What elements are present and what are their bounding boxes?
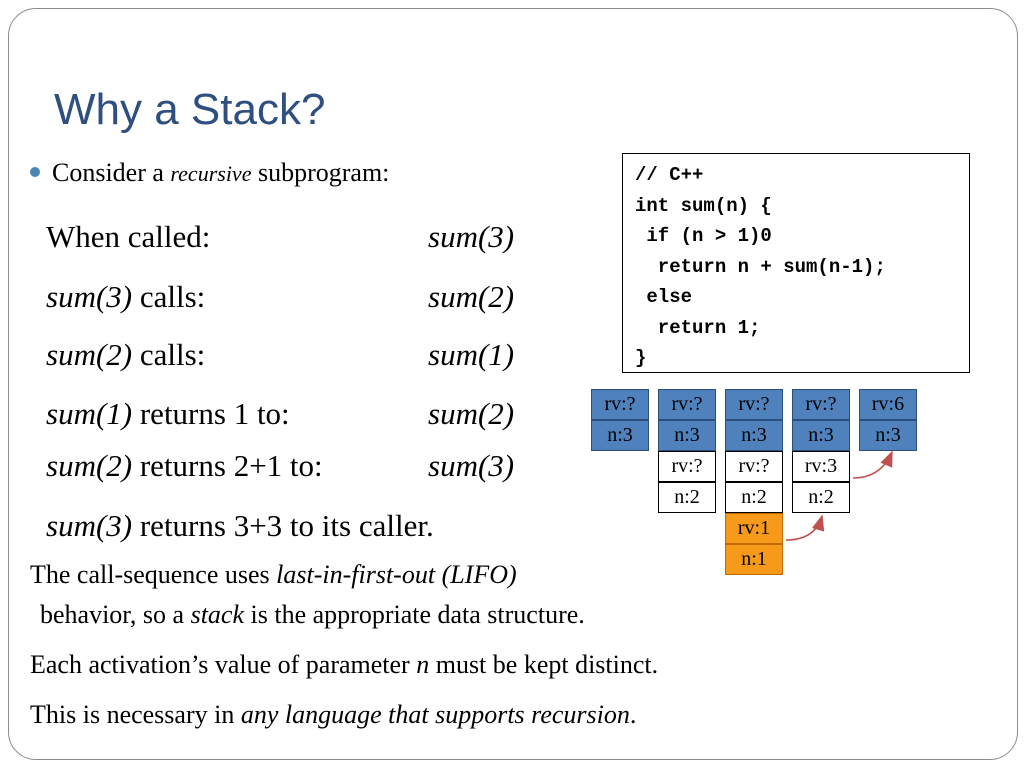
stack-cell-n: n:2 (792, 482, 850, 513)
code-line: if (n > 1)0 (635, 225, 772, 247)
stack-cell-rv: rv:6 (859, 389, 917, 420)
stack-cell-rv: rv:? (591, 389, 649, 420)
stack-cell-n: n:3 (859, 420, 917, 451)
para-text: Each activation’s value of parameter (30, 650, 417, 679)
stack-cell-n: n:3 (658, 420, 716, 451)
call-right: sum(3) (428, 219, 515, 254)
stack-cell-n: n:3 (725, 420, 783, 451)
para-text: . (629, 700, 637, 729)
para-emph: any language that supports recursion (240, 700, 630, 729)
call-row-2: sum(3) calls: sum(2) (46, 279, 606, 315)
call-row-6: sum(3) returns 3+3 to its caller. (46, 508, 606, 544)
stack-cell-rv: rv:3 (792, 451, 850, 482)
call-right: sum(3) (428, 448, 515, 483)
bullet-emph: recursive (170, 161, 252, 186)
stack-cell-rv: rv:? (658, 389, 716, 420)
para-emph: last-in-first-out (LIFO) (276, 560, 517, 589)
bullet-consider: Consider a recursive subprogram: (30, 158, 389, 189)
call-row-1: When called: sum(3) (46, 219, 606, 255)
bullet-dot-icon (30, 167, 40, 177)
stack-cell-rv: rv:? (658, 451, 716, 482)
stack-cell-rv: rv:1 (725, 513, 783, 544)
bullet-suffix: subprogram: (251, 158, 390, 187)
call-left-italic: sum(2) (46, 448, 133, 483)
code-line: return 1; (635, 316, 761, 339)
call-left-italic: sum(3) (46, 279, 133, 314)
stack-cell-n: n:3 (591, 420, 649, 451)
para-text: The call-sequence uses (30, 560, 277, 589)
para-distinct: Each activation’s value of parameter n m… (30, 650, 658, 680)
call-left-italic: sum(2) (46, 337, 133, 372)
call-right: sum(2) (428, 279, 515, 314)
code-line: int sum(n) { (635, 194, 772, 217)
code-line: else (635, 286, 693, 308)
stack-cell-rv: rv:? (725, 451, 783, 482)
para-lifo-line2: behavior, so a stack is the appropriate … (40, 600, 585, 630)
stack-cell-n: n:2 (658, 482, 716, 513)
para-text: is the appropriate data structure. (244, 600, 585, 629)
para-emph: stack (190, 600, 245, 629)
para-emph: n (416, 650, 430, 679)
para-text: must be kept distinct. (429, 650, 659, 679)
para-text: behavior, so a (40, 600, 191, 629)
call-left-italic: sum(3) (46, 508, 133, 543)
call-row-3: sum(2) calls: sum(1) (46, 337, 606, 373)
para-text: This is necessary in (30, 700, 241, 729)
stack-cell-n: n:3 (792, 420, 850, 451)
call-left-plain: returns 2+1 to: (132, 448, 323, 483)
call-right: sum(2) (428, 396, 515, 431)
para-lifo-line1: The call-sequence uses last-in-first-out… (30, 560, 517, 590)
code-box: // C++ int sum(n) { if (n > 1)0 return n… (622, 153, 970, 373)
stack-cell-n: n:1 (725, 544, 783, 575)
code-line: // C++ (635, 164, 704, 186)
slide-frame (8, 8, 1018, 760)
slide-title: Why a Stack? (54, 85, 326, 134)
call-left-plain: calls: (132, 337, 206, 372)
call-row-4: sum(1) returns 1 to: sum(2) (46, 396, 606, 432)
code-line: } (635, 347, 647, 369)
code-line: return n + sum(n-1); (635, 255, 886, 278)
call-left-plain: returns 3+3 to its caller. (132, 508, 434, 543)
stack-cell-n: n:2 (725, 482, 783, 513)
stack-cell-rv: rv:? (792, 389, 850, 420)
call-left-italic: sum(1) (46, 396, 133, 431)
para-recursion: This is necessary in any language that s… (30, 700, 636, 730)
bullet-prefix: Consider a (52, 158, 171, 187)
stack-cell-rv: rv:? (725, 389, 783, 420)
call-left-plain: calls: (132, 279, 206, 314)
call-row-5: sum(2) returns 2+1 to: sum(3) (46, 448, 606, 484)
call-right: sum(1) (428, 337, 515, 372)
call-left-plain: When called: (46, 219, 211, 254)
call-left-plain: returns 1 to: (132, 396, 290, 431)
